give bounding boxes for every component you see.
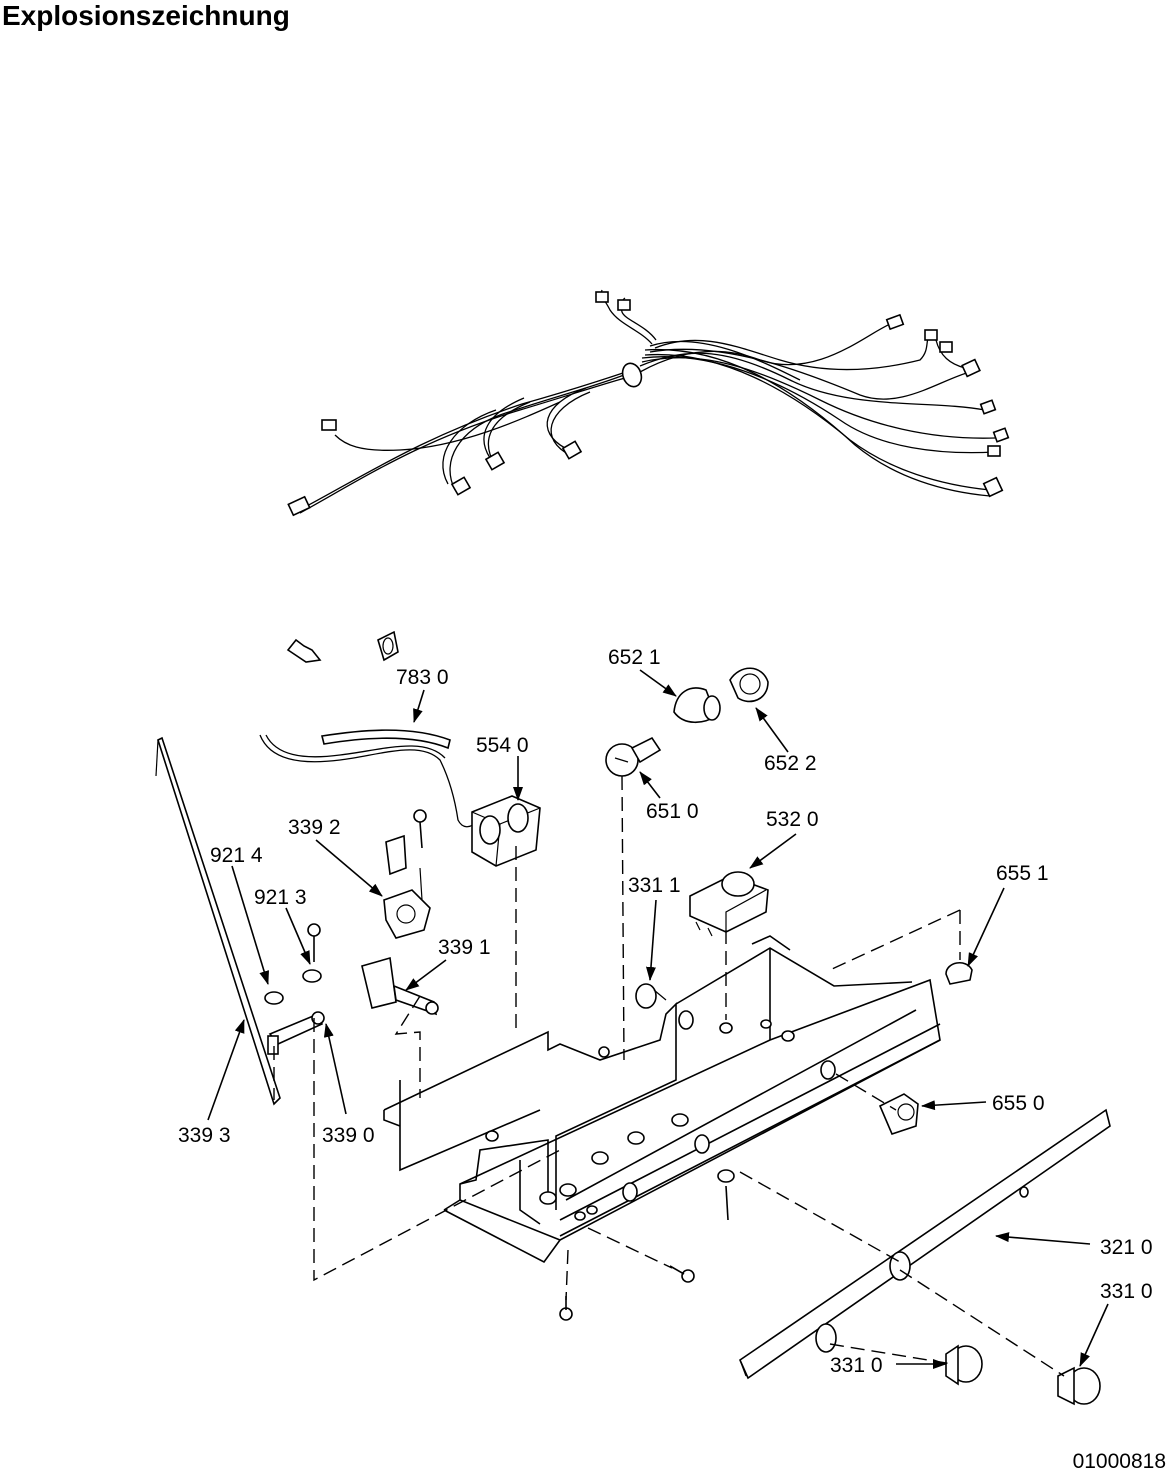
- lamp-holder-icon: [878, 1093, 919, 1135]
- thermostat-part-icon: [689, 871, 769, 937]
- document-number: 01000818: [1072, 1450, 1166, 1473]
- clip-part-icon: [286, 630, 399, 663]
- label-339-3: 339 3: [178, 1124, 231, 1147]
- label-339-2: 339 2: [288, 816, 341, 839]
- lamp-socket-icon: [673, 667, 769, 724]
- relay-part-icon: [471, 795, 541, 867]
- label-554-0: 554 0: [476, 734, 529, 757]
- label-331-0-bottom: 331 0: [830, 1354, 883, 1377]
- label-652-1: 652 1: [608, 646, 661, 669]
- housing-frame: [383, 935, 941, 1264]
- screw-icon: [559, 1046, 735, 1321]
- label-783-0: 783 0: [396, 666, 449, 689]
- wiring-harness-icon: [287, 289, 1010, 517]
- front-panel: [738, 1108, 1111, 1380]
- washer-icon: [264, 923, 322, 1005]
- lens-part-icon: [945, 1344, 1101, 1406]
- label-532-0: 532 0: [766, 808, 819, 831]
- page-title: Explosionszeichnung: [2, 0, 290, 31]
- label-331-0-right: 331 0: [1100, 1280, 1153, 1303]
- label-652-2: 652 2: [764, 752, 817, 775]
- screw-icon: [413, 809, 427, 849]
- label-651-0: 651 0: [646, 800, 699, 823]
- label-331-1: 331 1: [628, 874, 681, 897]
- label-655-0: 655 0: [992, 1092, 1045, 1115]
- label-655-1: 655 1: [996, 862, 1049, 885]
- actuator-part-icon: [361, 956, 439, 1016]
- lever-part-icon: [267, 1011, 325, 1055]
- label-321-0: 321 0: [1100, 1236, 1153, 1259]
- grommet-icon: [945, 962, 973, 985]
- rod-part-icon: [155, 736, 281, 1106]
- lamp-bulb-icon: [605, 736, 662, 777]
- label-921-3: 921 3: [254, 886, 307, 909]
- label-339-1: 339 1: [438, 936, 491, 959]
- switch-part-icon: [383, 834, 431, 939]
- label-921-4: 921 4: [210, 844, 263, 867]
- tube-part-icon: [259, 729, 479, 828]
- label-339-0: 339 0: [322, 1124, 375, 1147]
